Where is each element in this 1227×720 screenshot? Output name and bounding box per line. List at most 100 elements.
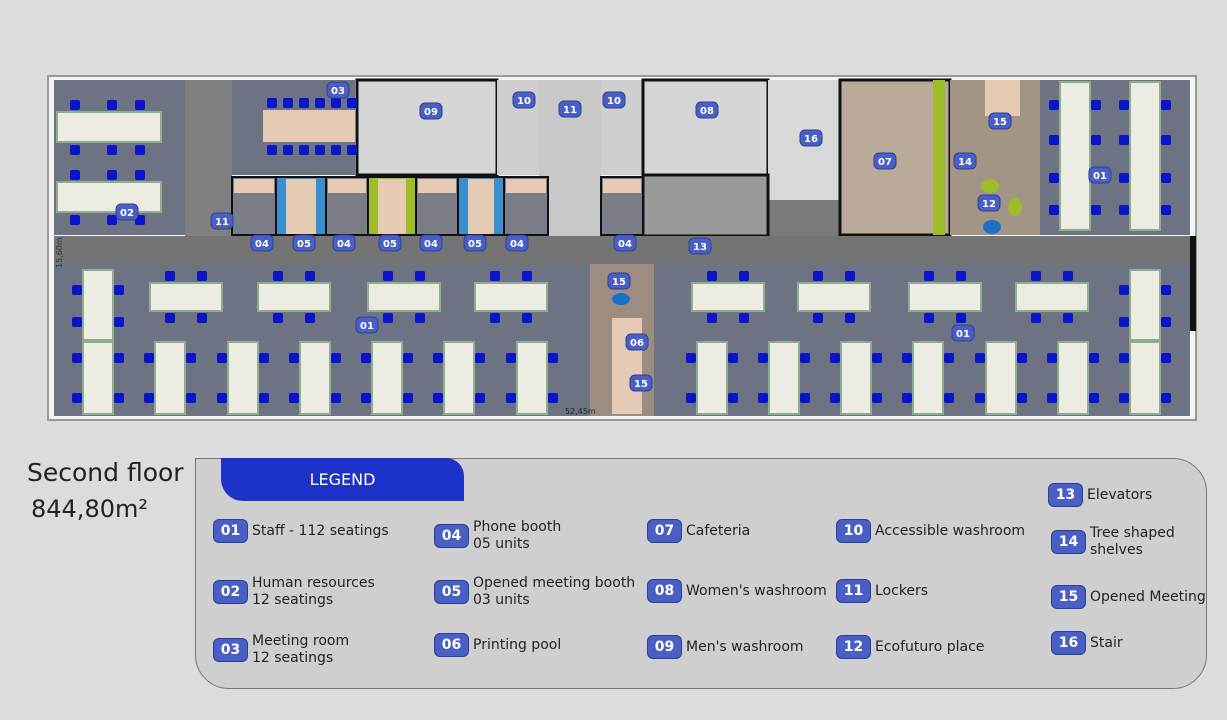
desk bbox=[474, 282, 548, 312]
chair bbox=[1089, 353, 1099, 363]
meeting-table bbox=[985, 80, 1020, 116]
chair bbox=[72, 353, 82, 363]
chair bbox=[135, 170, 145, 180]
desk bbox=[1057, 341, 1089, 415]
chair bbox=[1089, 393, 1099, 403]
room-marker: 06 bbox=[625, 333, 649, 351]
chair bbox=[686, 353, 696, 363]
chair bbox=[1063, 271, 1073, 281]
legend-label: Meeting room bbox=[252, 633, 350, 649]
desk bbox=[227, 341, 259, 415]
corridor bbox=[768, 200, 840, 236]
chair bbox=[144, 353, 154, 363]
legend-badge: 03 bbox=[213, 638, 248, 662]
chair bbox=[70, 170, 80, 180]
chair bbox=[758, 353, 768, 363]
legend-badge: 16 bbox=[1051, 631, 1086, 655]
chair bbox=[259, 393, 269, 403]
chair bbox=[267, 98, 277, 108]
chair bbox=[72, 285, 82, 295]
room-marker: 03 bbox=[326, 81, 350, 99]
pouf bbox=[981, 179, 999, 193]
room-marker: 09 bbox=[419, 102, 443, 120]
desk bbox=[367, 282, 441, 312]
desk bbox=[443, 341, 475, 415]
chair bbox=[845, 313, 855, 323]
desk bbox=[1015, 282, 1089, 312]
legend-badge: 09 bbox=[647, 635, 682, 659]
room-marker: 01 bbox=[951, 324, 975, 342]
chair bbox=[383, 313, 393, 323]
chair bbox=[186, 393, 196, 403]
desk bbox=[912, 341, 944, 415]
chair bbox=[331, 145, 341, 155]
desk bbox=[56, 111, 162, 143]
chair bbox=[1091, 100, 1101, 110]
desk bbox=[840, 341, 872, 415]
legend-badge: 04 bbox=[434, 524, 469, 548]
chair bbox=[1017, 353, 1027, 363]
legend-badge: 12 bbox=[836, 635, 871, 659]
legend-label: Tree shaped bbox=[1090, 525, 1175, 541]
chair bbox=[1119, 353, 1129, 363]
room-marker: 01 bbox=[355, 316, 379, 334]
chair bbox=[197, 271, 207, 281]
room-marker: 08 bbox=[695, 101, 719, 119]
room-marker-label: 15 bbox=[993, 117, 1007, 128]
chair bbox=[490, 271, 500, 281]
room-marker-label: 04 bbox=[424, 239, 438, 250]
booth-seat bbox=[378, 179, 406, 234]
chair bbox=[433, 393, 443, 403]
room-marker-label: 05 bbox=[468, 239, 482, 250]
room-marker: 01 bbox=[1088, 166, 1112, 184]
chair bbox=[1047, 393, 1057, 403]
desk bbox=[768, 341, 800, 415]
room-marker: 12 bbox=[977, 194, 1001, 212]
legend-label: Women's washroom bbox=[686, 582, 827, 599]
chair bbox=[1161, 317, 1171, 327]
room-marker: 04 bbox=[613, 234, 637, 252]
chair bbox=[315, 145, 325, 155]
room-marker: 15 bbox=[988, 112, 1012, 130]
chair bbox=[475, 353, 485, 363]
chair bbox=[383, 271, 393, 281]
chair bbox=[956, 271, 966, 281]
chair bbox=[289, 353, 299, 363]
legend-badge: 14 bbox=[1051, 530, 1086, 554]
room-marker-label: 12 bbox=[982, 199, 996, 210]
chair bbox=[299, 145, 309, 155]
room-marker-label: 04 bbox=[337, 239, 351, 250]
chair bbox=[114, 317, 124, 327]
chair bbox=[975, 393, 985, 403]
booth-seat bbox=[328, 179, 366, 193]
chair bbox=[197, 313, 207, 323]
room-marker-label: 09 bbox=[424, 107, 438, 118]
chair bbox=[1161, 353, 1171, 363]
legend-label: Opened Meeting bbox=[1090, 588, 1206, 605]
chair bbox=[72, 393, 82, 403]
room-marker-label: 07 bbox=[878, 157, 892, 168]
chair bbox=[924, 271, 934, 281]
legend-sublabel: 05 units bbox=[473, 536, 530, 552]
chair bbox=[403, 393, 413, 403]
chair bbox=[403, 353, 413, 363]
chair bbox=[924, 313, 934, 323]
room-marker-label: 16 bbox=[804, 134, 818, 145]
chair bbox=[135, 100, 145, 110]
chair bbox=[872, 393, 882, 403]
chair bbox=[1063, 313, 1073, 323]
chair bbox=[1049, 135, 1059, 145]
room-marker-label: 01 bbox=[1093, 171, 1107, 182]
room-marker-label: 11 bbox=[215, 217, 229, 228]
legend-sublabel: 12 seatings bbox=[252, 650, 334, 666]
room-marker-label: 13 bbox=[693, 242, 707, 253]
legend-label: Staff - 112 seatings bbox=[252, 522, 389, 539]
